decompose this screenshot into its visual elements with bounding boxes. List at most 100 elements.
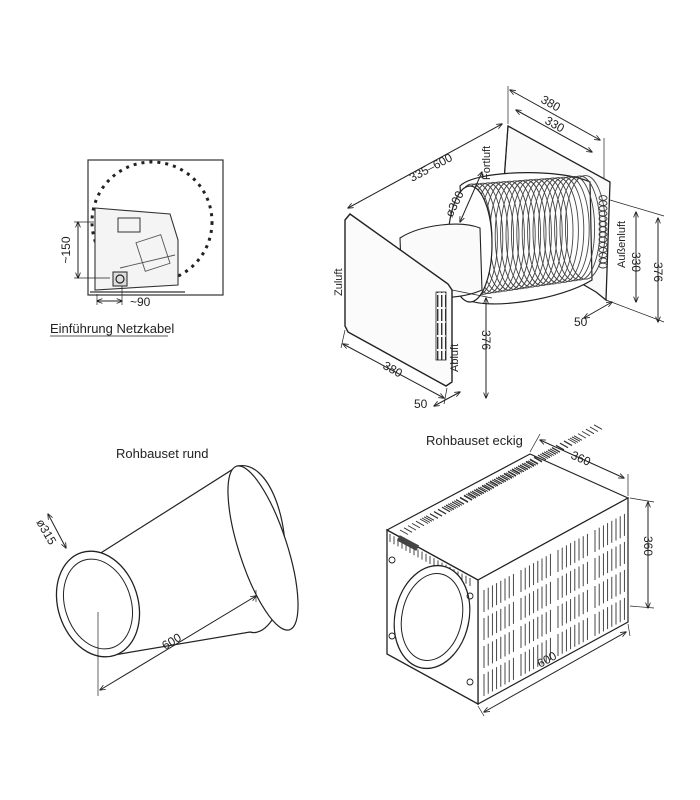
- texture-stroke: [495, 477, 505, 483]
- unit-dim-length: 335–600: [407, 150, 455, 184]
- texture-stroke: [451, 501, 461, 507]
- texture-stroke: [529, 458, 539, 464]
- eckig-opening-outer: [393, 564, 471, 670]
- texture-stroke: [509, 469, 519, 475]
- pipe-rib: [527, 177, 569, 286]
- eckig-screw-tr: [466, 592, 474, 600]
- unit-front-cover: [344, 213, 453, 387]
- detail-dashed-circle: [90, 160, 214, 284]
- texture-stroke: [491, 479, 501, 485]
- unit-front-grille: [435, 291, 447, 361]
- texture-stroke: [469, 491, 479, 497]
- texture-stroke: [593, 424, 603, 430]
- unit-dim-back-depth: 50: [574, 315, 588, 329]
- detail-module: [117, 217, 141, 233]
- label-fortluft: Fortluft: [481, 146, 493, 180]
- texture-stroke: [441, 506, 451, 512]
- texture-stroke: [419, 518, 429, 524]
- texture-stroke: [527, 460, 537, 466]
- texture-stroke: [471, 490, 481, 496]
- pipe-rib: [554, 175, 596, 282]
- texture-stroke: [503, 472, 513, 479]
- texture-stroke: [521, 463, 531, 469]
- pipe-rib: [516, 178, 558, 287]
- texture-stroke: [513, 467, 523, 473]
- rohbauset-rund: Rohbauset rund ø315 600: [33, 446, 299, 696]
- texture-stroke: [425, 515, 435, 521]
- detail-cable-line: [119, 254, 176, 269]
- rohbau-eckig-title: Rohbauset eckig: [426, 433, 523, 448]
- unit-dim-back-width-inner: 330: [543, 113, 568, 135]
- texture-stroke: [501, 474, 511, 480]
- texture-stroke: [519, 464, 529, 470]
- unit-dim-front-height: 376: [479, 330, 493, 350]
- texture-stroke: [573, 435, 583, 441]
- texture-stroke: [497, 476, 507, 482]
- texture-stroke: [541, 452, 551, 458]
- pipe-rib: [537, 177, 579, 284]
- texture-stroke: [485, 482, 495, 488]
- pipe-rib: [494, 180, 536, 291]
- pipe-rib: [532, 177, 574, 285]
- texture-stroke: [489, 480, 499, 486]
- texture-stroke: [589, 426, 599, 432]
- texture-stroke: [407, 525, 417, 531]
- grille-coil: [598, 262, 608, 269]
- texture-stroke: [403, 527, 413, 533]
- eckig-screw-br: [466, 678, 474, 686]
- label-abluft: Abluft: [449, 344, 461, 372]
- detail-board: [135, 234, 171, 272]
- texture-stroke: [585, 428, 595, 435]
- eckig-dim-width: 360: [569, 448, 593, 469]
- texture-stroke: [481, 484, 491, 491]
- detail-cable-entry: [115, 274, 125, 284]
- pipe-rib: [543, 176, 585, 283]
- texture-stroke: [569, 437, 579, 443]
- texture-stroke: [517, 465, 527, 471]
- texture-stroke: [455, 499, 465, 505]
- texture-stroke: [473, 489, 483, 495]
- pipe-rib: [505, 179, 547, 289]
- texture-stroke: [507, 470, 517, 476]
- texture-stroke: [449, 502, 459, 508]
- texture-stroke: [563, 440, 573, 446]
- texture-stroke: [475, 488, 485, 494]
- texture-stroke: [483, 484, 493, 490]
- unit-dim-back-height-outer: 376: [651, 262, 665, 282]
- unit-dim-front-depth: 50: [414, 397, 428, 411]
- texture-stroke: [459, 496, 469, 503]
- texture-stroke: [445, 504, 455, 510]
- texture-stroke: [429, 513, 439, 519]
- eckig-brand-mark: [396, 535, 420, 551]
- texture-stroke: [399, 529, 409, 535]
- texture-stroke: [567, 438, 577, 444]
- rund-dim-diameter: ø315: [33, 517, 59, 548]
- cable-entry-detail: ~150 ~90 Einführung Netzkabel: [50, 159, 224, 337]
- pipe-rib: [521, 178, 563, 287]
- pipe-rib: [548, 176, 590, 283]
- texture-stroke: [423, 516, 433, 522]
- texture-stroke: [525, 460, 535, 467]
- detail-housing: [94, 207, 179, 291]
- pipe-rib: [500, 179, 542, 290]
- eckig-screw-tl: [388, 556, 396, 564]
- eckig-insulation-texture: [389, 424, 625, 696]
- texture-stroke: [447, 503, 457, 509]
- texture-stroke: [453, 500, 463, 506]
- texture-stroke: [443, 505, 453, 511]
- detail-frame: [87, 159, 224, 296]
- detail-connector: [112, 271, 128, 287]
- texture-stroke: [463, 494, 473, 500]
- texture-stroke: [421, 517, 431, 523]
- texture-stroke: [523, 462, 533, 468]
- texture-stroke: [515, 466, 525, 472]
- rund-cylinder-rear: [227, 465, 299, 631]
- eckig-dim-height: 360: [641, 536, 655, 556]
- texture-stroke: [487, 481, 497, 487]
- texture-stroke: [581, 431, 591, 437]
- texture-stroke: [467, 492, 477, 498]
- texture-stroke: [493, 478, 503, 484]
- rohbauset-eckig: Rohbauset eckig 360 360 600: [385, 424, 655, 717]
- unit-back-grille: [598, 195, 608, 269]
